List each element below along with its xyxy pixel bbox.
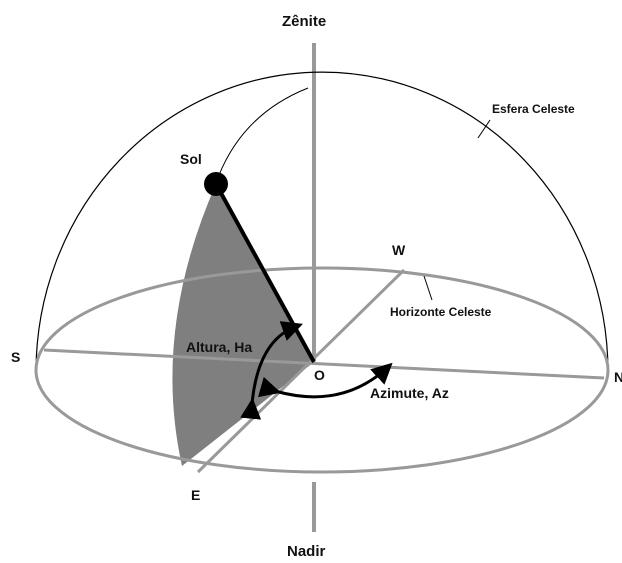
celestial-sphere-arc — [35, 71, 609, 373]
celestial-horizon-label: Horizonte Celeste — [390, 305, 492, 319]
south-label: S — [11, 349, 21, 365]
observer-label: O — [314, 367, 325, 383]
sun-vertical-circle — [215, 87, 309, 184]
sun-label: Sol — [180, 151, 202, 167]
celestial-sphere-label: Esfera Celeste — [492, 102, 575, 116]
sphere-label-leader — [477, 119, 491, 139]
altitude-arc — [240, 321, 303, 420]
zenith-label: Zênite — [282, 13, 327, 30]
altitude-label: Altura, Ha — [186, 339, 253, 355]
sun-icon — [204, 172, 228, 196]
north-label: N — [614, 369, 622, 385]
horizon-circle — [34, 266, 610, 474]
west-label: W — [392, 242, 406, 258]
azimuth-label: Azimute, Az — [370, 385, 449, 401]
nadir-label: Nadir — [287, 543, 326, 560]
horizon-label-leader — [423, 275, 433, 301]
azimuth-arc — [257, 362, 393, 399]
east-label: E — [191, 487, 201, 503]
